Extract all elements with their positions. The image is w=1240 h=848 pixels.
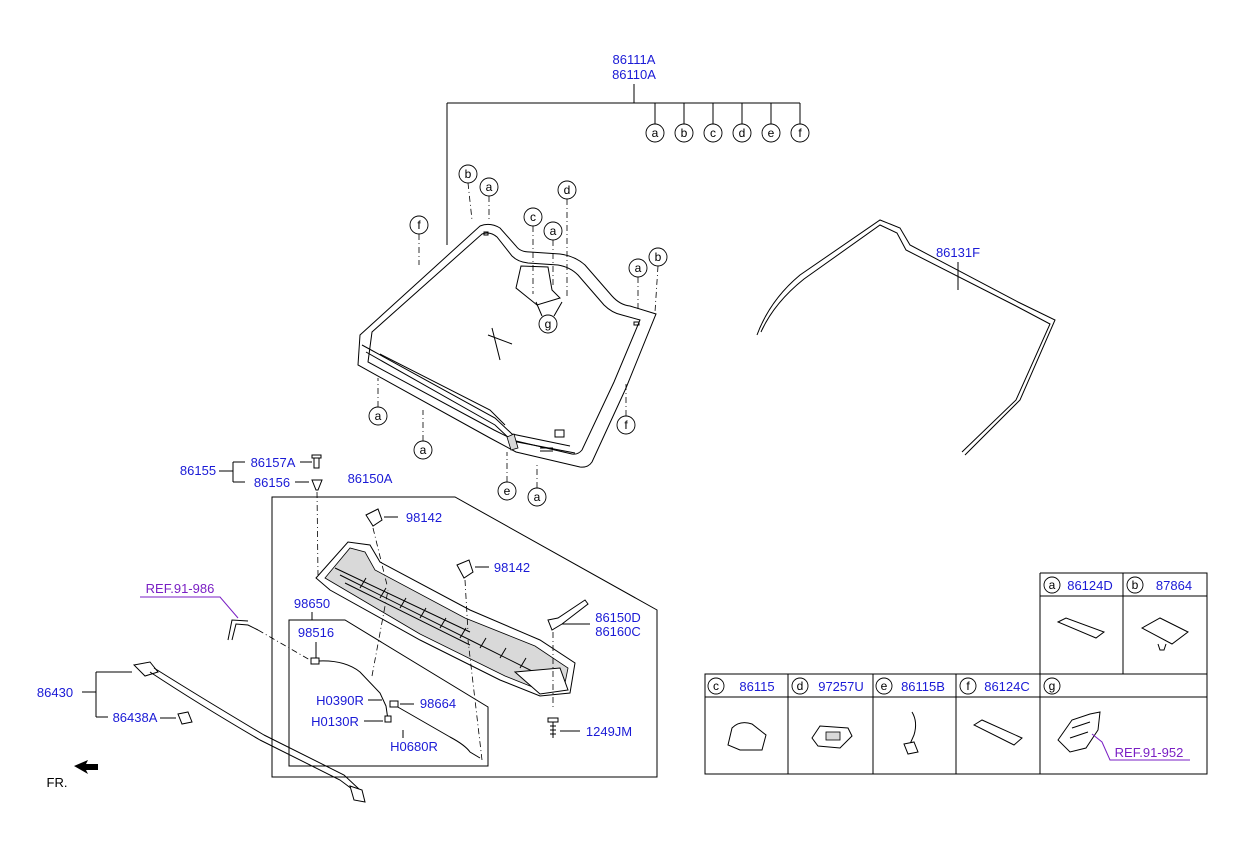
front-direction-label: FR. xyxy=(47,775,68,790)
part-label-86150d[interactable]: 86150D xyxy=(595,610,641,625)
dash-ref-986 xyxy=(257,629,311,661)
part-label-h0390r[interactable]: H0390R xyxy=(316,693,364,708)
table-letter-b: b xyxy=(1132,578,1139,592)
callout-f-2: f xyxy=(624,418,628,432)
part-label-98664[interactable]: 98664 xyxy=(420,696,456,711)
callout-a-6: a xyxy=(534,490,541,504)
callout-g-1: g xyxy=(545,317,552,331)
table-letter-a: a xyxy=(1049,578,1056,592)
table-cell-b[interactable]: b 87864 xyxy=(1126,576,1192,651)
table-letter-f: f xyxy=(966,679,970,693)
part-label-98650[interactable]: 98650 xyxy=(294,596,330,611)
washer-hose[interactable] xyxy=(310,657,481,759)
part-label-h0130r[interactable]: H0130R xyxy=(311,714,359,729)
hood-seal-86430[interactable] xyxy=(132,661,366,803)
table-part-d: 97257U xyxy=(818,679,864,694)
harness-ref-986[interactable] xyxy=(227,619,259,641)
callout-c-1: c xyxy=(530,210,536,224)
part-label-86160c[interactable]: 86160C xyxy=(595,624,641,639)
table-cell-f[interactable]: f 86124C xyxy=(959,677,1030,746)
part-label-1249jm[interactable]: 1249JM xyxy=(586,724,632,739)
part-label-86150a[interactable]: 86150A xyxy=(348,471,393,486)
windshield-callout-row: a b c d e f xyxy=(645,123,810,143)
dash-98142-1 xyxy=(372,527,388,586)
windshield-leader xyxy=(446,84,801,245)
table-part-c: 86115 xyxy=(739,679,774,694)
callout-d: d xyxy=(739,126,746,140)
cowl-panel[interactable] xyxy=(315,541,576,697)
dash-98142-2 xyxy=(464,579,469,633)
part-label-98142-1[interactable]: 98142 xyxy=(406,510,442,525)
screw-1249jm[interactable] xyxy=(547,717,559,738)
part-label-86430[interactable]: 86430 xyxy=(37,685,73,700)
callout-d-1: d xyxy=(564,183,571,197)
callout-c: c xyxy=(710,126,716,140)
table-cell-g[interactable]: g REF.91-952 xyxy=(1043,677,1190,761)
dash-hose xyxy=(467,639,483,761)
cowl-box xyxy=(271,496,658,778)
table-cell-e[interactable]: e 86115B xyxy=(875,677,945,755)
part-label-86155[interactable]: 86155 xyxy=(180,463,216,478)
callout-e: e xyxy=(768,126,775,140)
windshield-callouts: f b a c d a g a b a a e a f xyxy=(368,164,668,507)
ref-91-986-underline xyxy=(140,596,239,619)
table-letter-e: e xyxy=(881,679,888,693)
callout-b-2: b xyxy=(655,250,662,264)
part-label-86111a[interactable]: 86111A xyxy=(613,52,656,67)
table-part-e: 86115B xyxy=(901,679,945,694)
part-label-98516[interactable]: 98516 xyxy=(298,625,334,640)
dash-86156 xyxy=(316,491,319,576)
table-cell-a[interactable]: a 86124D xyxy=(1043,576,1113,639)
table-cell-c[interactable]: c 86115 xyxy=(707,677,775,751)
windshield-glass[interactable] xyxy=(357,223,657,468)
table-part-f: 86124C xyxy=(984,679,1030,694)
table-part-b: 87864 xyxy=(1156,578,1192,593)
nozzle-98142-2[interactable] xyxy=(456,559,474,579)
table-letter-c: c xyxy=(713,679,719,693)
washer-hose-box xyxy=(288,612,489,767)
seal-86150d[interactable] xyxy=(547,599,589,631)
bracket-86430 xyxy=(82,671,132,718)
part-label-86438a[interactable]: 86438A xyxy=(113,710,158,725)
clip-86156[interactable] xyxy=(311,479,323,491)
callout-a-4: a xyxy=(375,409,382,423)
callout-f: f xyxy=(798,126,802,140)
table-letter-g: g xyxy=(1049,679,1056,693)
clip-86157a[interactable] xyxy=(311,454,322,469)
front-arrow-icon xyxy=(74,760,98,774)
clip-86438a[interactable] xyxy=(177,711,193,725)
callout-b: b xyxy=(681,126,688,140)
windshield-molding[interactable] xyxy=(756,219,1056,456)
part-label-86110a[interactable]: 86110A xyxy=(612,67,656,82)
callout-a: a xyxy=(652,126,659,140)
part-label-86131f[interactable]: 86131F xyxy=(936,245,980,260)
part-label-98142-2[interactable]: 98142 xyxy=(494,560,530,575)
callout-f-1: f xyxy=(417,218,421,232)
table-part-a: 86124D xyxy=(1067,578,1113,593)
parts-table xyxy=(704,572,1208,775)
part-label-h0680r[interactable]: H0680R xyxy=(390,739,438,754)
part-label-86157a[interactable]: 86157A xyxy=(251,455,296,470)
callout-b-1: b xyxy=(465,167,472,181)
callout-e-1: e xyxy=(504,484,511,498)
ref-91-986[interactable]: REF.91-986 xyxy=(146,581,215,596)
table-letter-d: d xyxy=(797,679,804,693)
dash-hose-2 xyxy=(371,589,389,677)
part-label-86156[interactable]: 86156 xyxy=(254,475,290,490)
callout-a-5: a xyxy=(420,443,427,457)
callout-a-3: a xyxy=(635,261,642,275)
callout-a-1: a xyxy=(486,180,493,194)
ref-91-952[interactable]: REF.91-952 xyxy=(1115,745,1184,760)
bracket-86155 xyxy=(219,461,245,483)
nozzle-98142-1[interactable] xyxy=(365,508,383,527)
callout-a-2: a xyxy=(550,224,557,238)
table-cell-d[interactable]: d 97257U xyxy=(791,677,864,749)
